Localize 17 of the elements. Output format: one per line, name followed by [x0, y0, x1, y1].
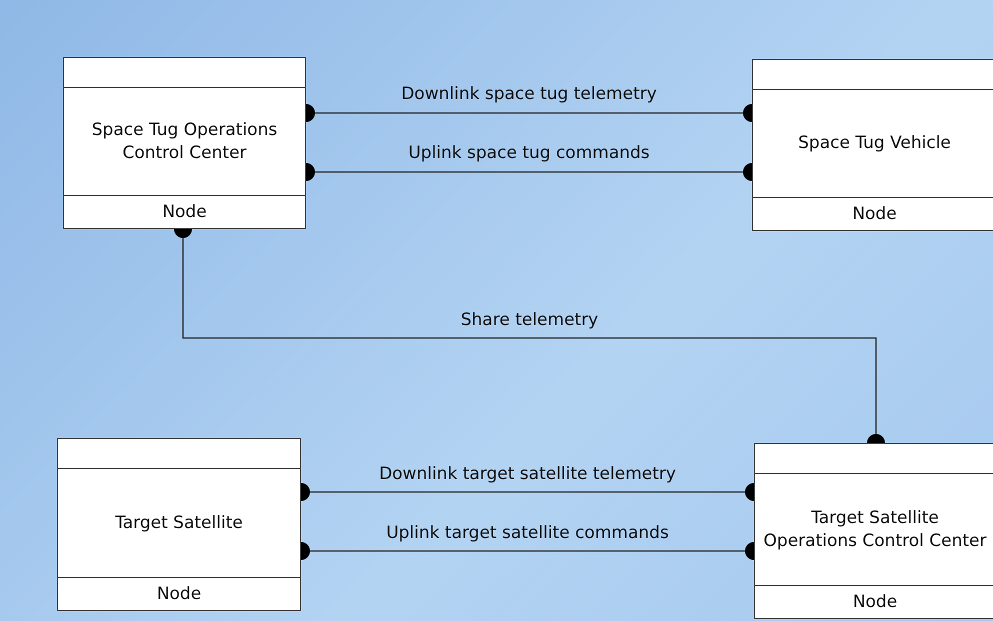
node-stereotype: Node: [156, 582, 202, 606]
edge-label: Downlink space tug telemetry: [401, 84, 657, 104]
node-box: [57, 438, 301, 611]
node-name: Target Satellite: [115, 512, 243, 534]
node-box: [752, 59, 993, 231]
edge-label: Downlink target satellite telemetry: [379, 464, 676, 484]
node-box: [754, 443, 993, 619]
edge-label: Uplink target satellite commands: [386, 523, 669, 543]
node-stereotype: Node: [852, 202, 897, 226]
node-name: Space Tug Operations Control Center: [90, 118, 278, 164]
node-box: [63, 57, 306, 229]
node-stereotype: Node: [162, 200, 207, 224]
edge-label: Uplink space tug commands: [408, 143, 650, 163]
edge-label: Share telemetry: [460, 310, 598, 330]
node-stereotype: Node: [852, 590, 898, 614]
node-name: Target Satellite Operations Control Center: [763, 506, 987, 552]
node-name: Space Tug Vehicle: [798, 132, 951, 155]
